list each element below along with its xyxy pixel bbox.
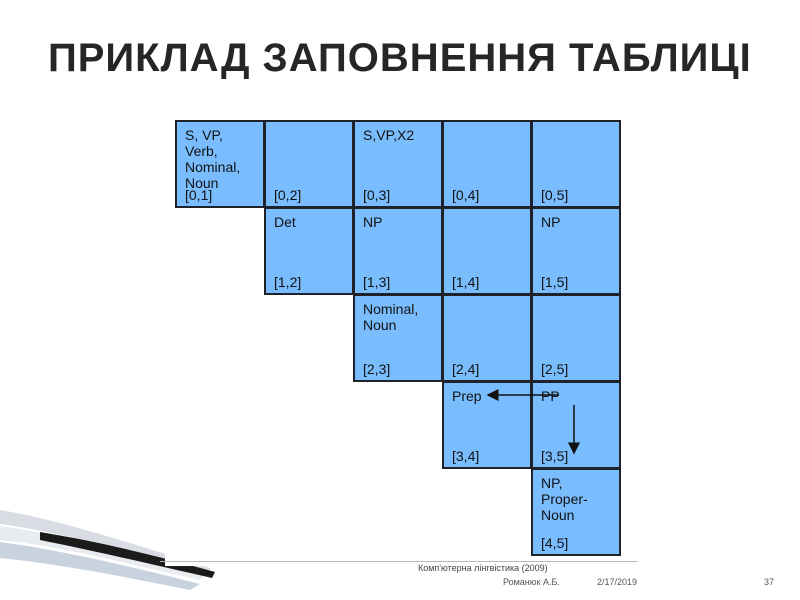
cell-label: NP <box>541 214 561 230</box>
cell-span: [0,1] <box>185 187 213 203</box>
cell-span: [2,3] <box>363 361 391 377</box>
chart-cell: Nominal, Noun [2,3] <box>353 294 443 382</box>
cell-span: [1,5] <box>541 274 569 290</box>
footer-author: Романюк А.Б. <box>503 577 560 587</box>
chart-cell: [0,4] <box>442 120 532 208</box>
page-number: 37 <box>764 577 775 587</box>
chart-cell: S,VP,X2 [0,3] <box>353 120 443 208</box>
chart-cell: [0,2] <box>264 120 354 208</box>
chart-cell: [1,4] <box>442 207 532 295</box>
cell-span: [0,5] <box>541 187 569 203</box>
chart-cell: PP [3,5] <box>531 381 621 469</box>
cell-label: Nominal, Noun <box>363 301 419 333</box>
chart-cell: [2,4] <box>442 294 532 382</box>
footer-course: Комп'ютерна лінгвістика (2009) <box>418 563 548 573</box>
chart-cell: [0,5] <box>531 120 621 208</box>
cell-span: [2,4] <box>452 361 480 377</box>
chart-cell: Det [1,2] <box>264 207 354 295</box>
chart-cell: S, VP, Verb, Nominal, Noun[0,1] <box>175 120 265 208</box>
cell-span: [1,3] <box>363 274 391 290</box>
cell-span: [2,5] <box>541 361 569 377</box>
decorative-swoosh <box>0 510 215 590</box>
chart-cell: NP [1,3] <box>353 207 443 295</box>
cell-label: S, VP, Verb, Nominal, Noun <box>185 127 241 191</box>
cell-span: [1,4] <box>452 274 480 290</box>
cell-span: [3,4] <box>452 448 480 464</box>
slide-title: ПРИКЛАД ЗАПОВНЕННЯ ТАБЛИЦІ <box>48 36 752 80</box>
cky-chart: S, VP, Verb, Nominal, Noun[0,1] [0,2] S,VP… <box>165 88 635 566</box>
cell-label: PP <box>541 388 560 404</box>
cell-label: NP <box>363 214 383 230</box>
chart-cell: Prep [3,4] <box>442 381 532 469</box>
cell-span: [0,3] <box>363 187 391 203</box>
cell-span: [3,5] <box>541 448 569 464</box>
footer-date: 2/17/2019 <box>597 577 638 587</box>
chart-cell: NP [1,5] <box>531 207 621 295</box>
cell-label: Det <box>274 214 296 230</box>
cell-label: NP, Proper- Noun <box>541 475 588 523</box>
chart-cell: [2,5] <box>531 294 621 382</box>
cell-span: [0,2] <box>274 187 302 203</box>
cell-span: [1,2] <box>274 274 302 290</box>
chart-cell: NP, Proper- Noun [4,5] <box>531 468 621 556</box>
cell-span: [4,5] <box>541 535 569 551</box>
cell-label: Prep <box>452 388 482 404</box>
footer-divider <box>160 561 638 562</box>
cell-label: S,VP,X2 <box>363 127 415 143</box>
cell-span: [0,4] <box>452 187 480 203</box>
